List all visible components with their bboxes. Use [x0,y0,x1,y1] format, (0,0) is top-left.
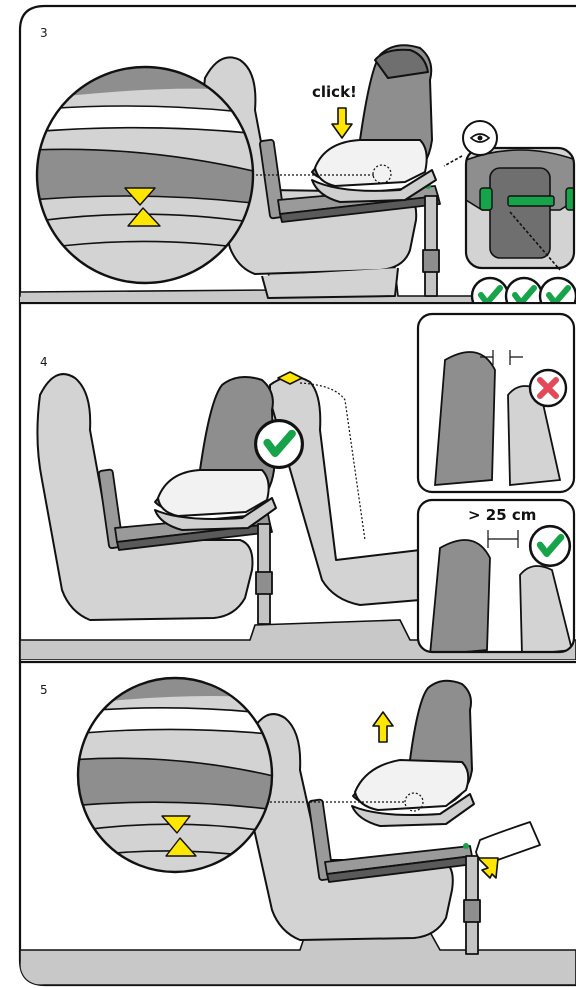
cross-icon [530,370,566,406]
car-seat-carrier [352,681,474,826]
distance-label: > 25 cm [468,506,536,524]
check-icon [540,278,576,314]
click-callout: click! [312,83,357,101]
hand [476,822,540,862]
step-5-panel: 5 [20,670,576,985]
step-3-panel: 3 [0,26,576,314]
leader-arrow [444,156,462,166]
check-icon [472,278,508,314]
eye-icon [463,121,497,155]
front-vehicle-seat [270,377,425,605]
seat-back-detail [466,148,576,268]
check-icon [506,278,542,314]
step-4-panel: 4 [20,314,576,660]
too-close-detail [418,314,574,492]
step-number: 5 [40,683,48,697]
car-seat-carrier [312,45,436,202]
step-number: 3 [40,26,48,40]
step-number: 4 [40,355,48,369]
arrow-icon [332,108,352,138]
check-icon [530,526,570,566]
arrow-icon [373,712,393,742]
magnifier-detail [70,670,290,890]
distance-detail: > 25 cm [418,500,574,655]
check-icon [256,421,303,468]
arrow-icon [478,858,498,878]
